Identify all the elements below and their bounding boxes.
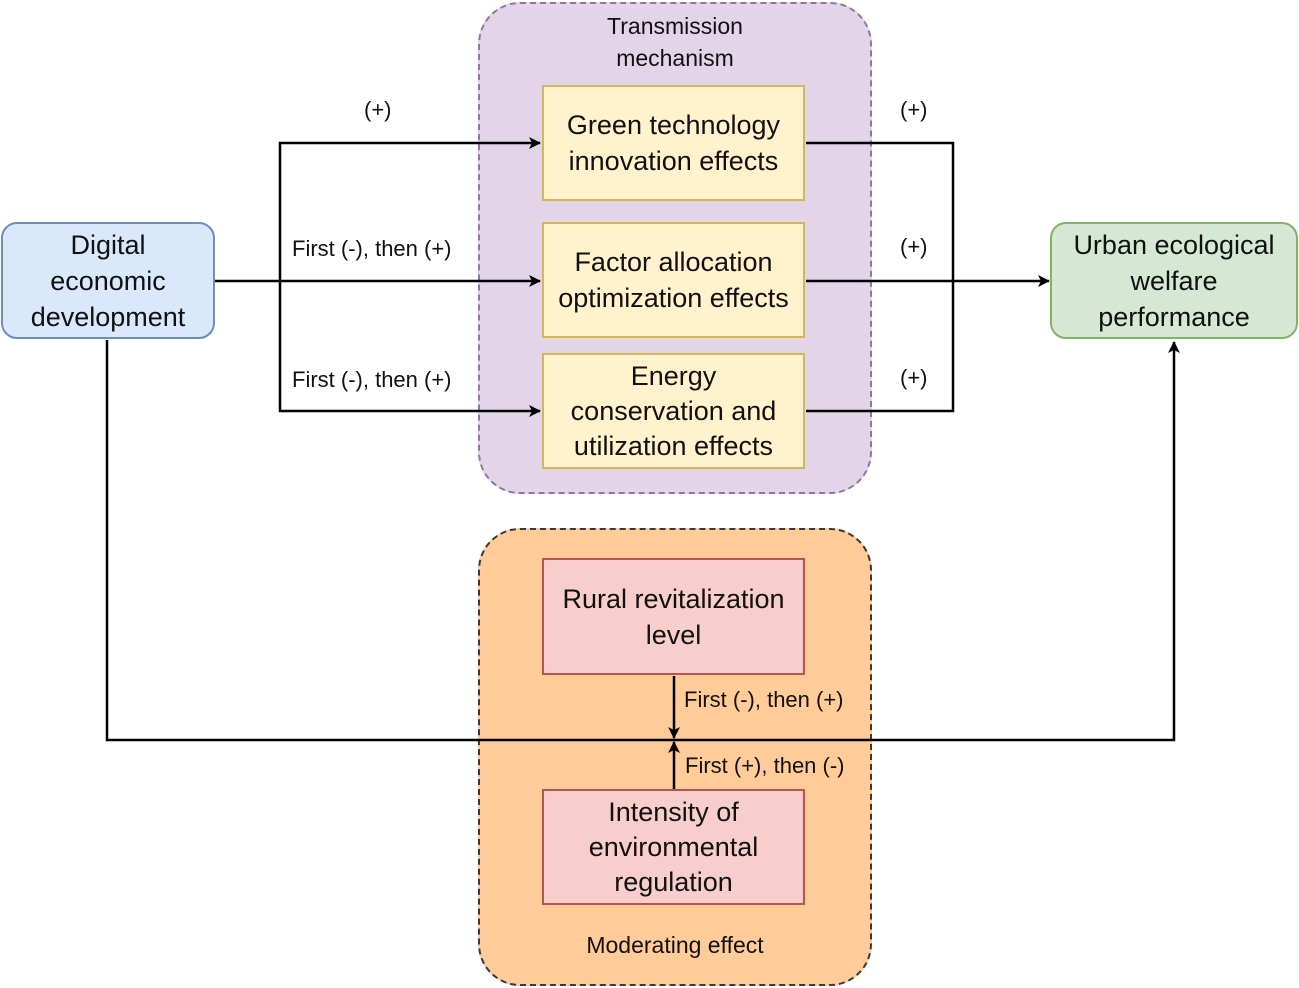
edge-digital-to-green (278, 137, 541, 281)
edge-energy-out (806, 281, 955, 413)
label-green-out: (+) (900, 97, 928, 122)
edge-digital-to-energy (278, 281, 541, 417)
transmission-mechanism-title: Transmission mechanism (607, 13, 743, 71)
node-green-technology-innovation-effects: Green technology innovation effects (542, 85, 805, 201)
label-intensity-up: First (+), then (-) (685, 753, 845, 778)
moderating-effect-title: Moderating effect (586, 932, 764, 958)
label-rural-down: First (-), then (+) (684, 687, 844, 712)
edge-green-out (806, 141, 955, 281)
node-digital-economic-development: Digital economic development (1, 222, 215, 339)
node-rural-revitalization-level: Rural revitalization level (542, 558, 805, 675)
node-intensity-of-environmental-regulation: Intensity of environmental regulation (542, 789, 805, 905)
edge-digital-bottom-to-urban (105, 340, 1180, 742)
node-factor-allocation-optimization-effects: Factor allocation optimization effects (542, 222, 805, 338)
node-energy-conservation-utilization-effects: Energy conservation and utilization effe… (542, 353, 805, 469)
label-to-green: (+) (364, 97, 392, 122)
label-to-energy: First (-), then (+) (292, 367, 452, 392)
node-urban-ecological-welfare-performance: Urban ecological welfare performance (1050, 222, 1298, 339)
label-to-factor: First (-), then (+) (292, 236, 452, 261)
label-factor-out: (+) (900, 234, 928, 259)
label-energy-out: (+) (900, 365, 928, 390)
